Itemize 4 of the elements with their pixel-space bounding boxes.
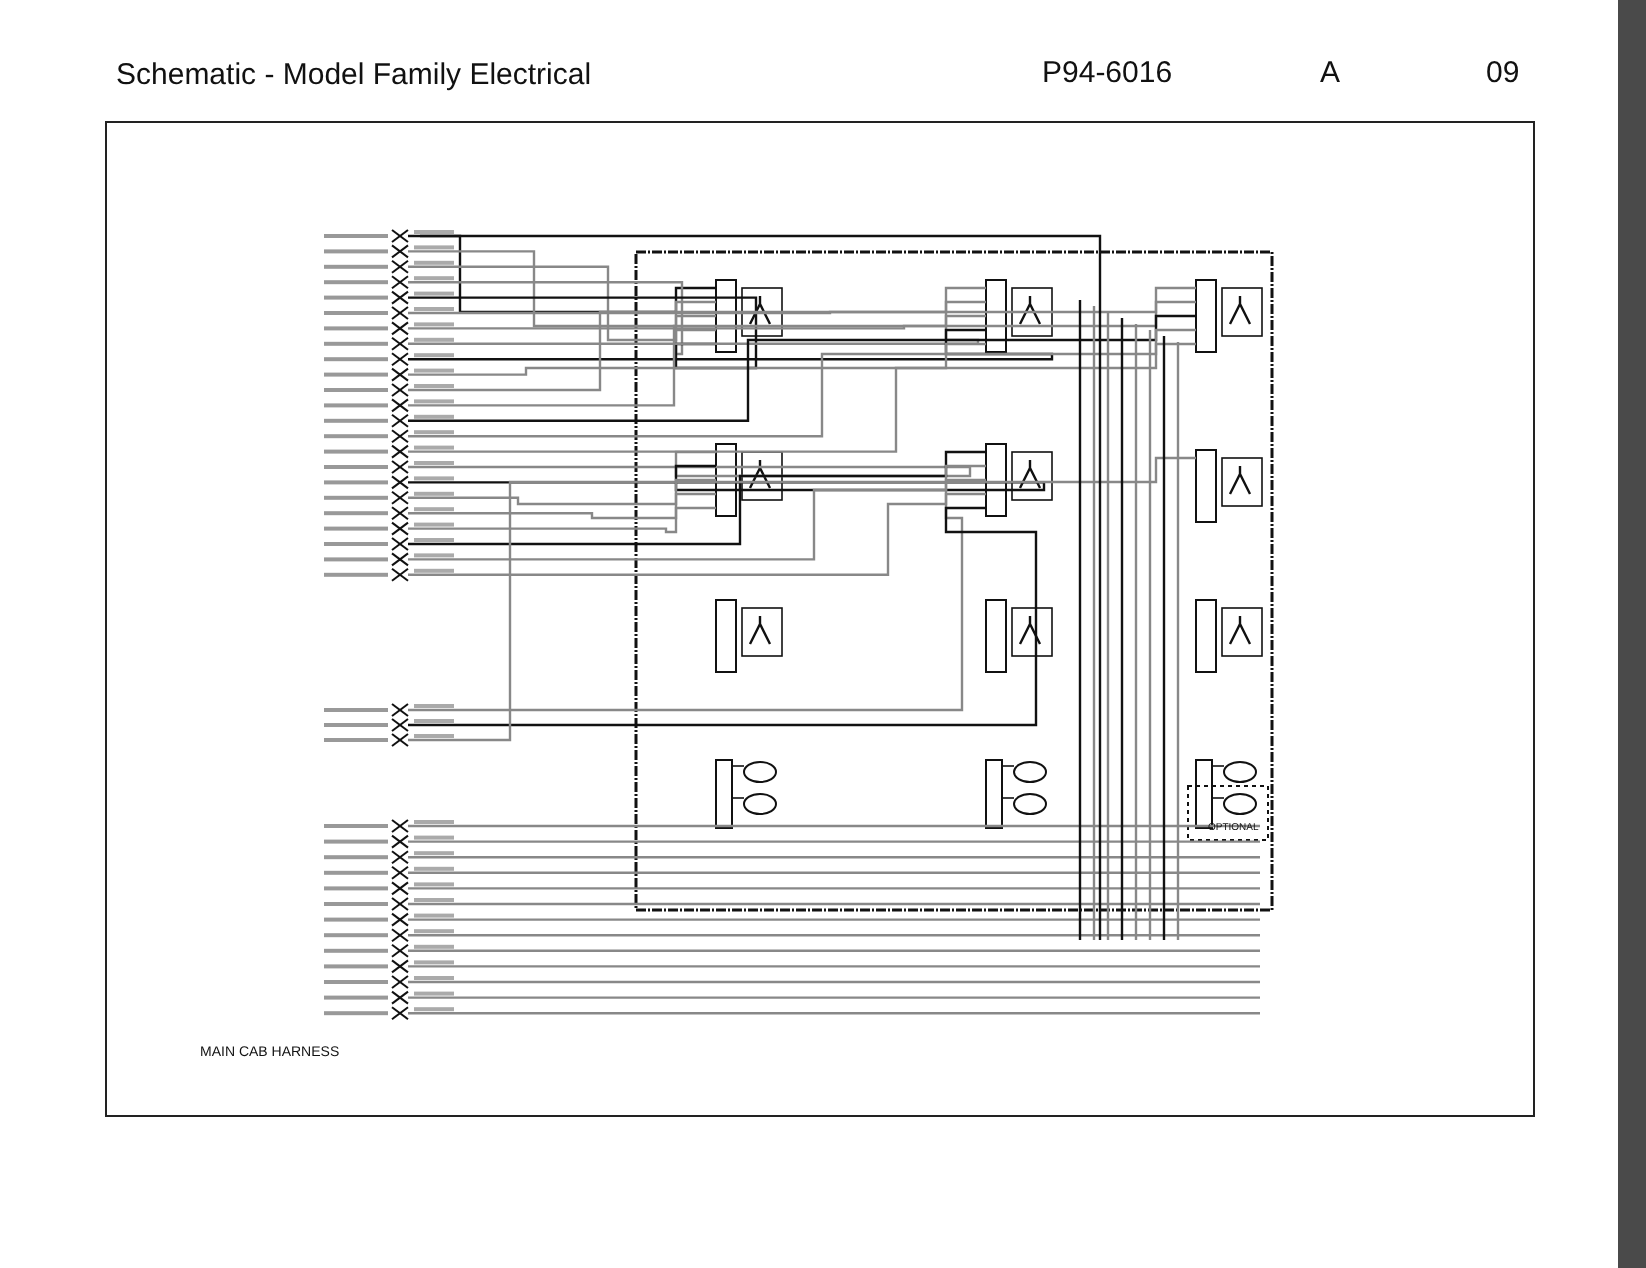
page-number: 09 bbox=[1486, 58, 1520, 88]
revision-letter: A bbox=[1320, 58, 1341, 88]
drawing-title: Schematic - Model Family Electrical bbox=[116, 58, 592, 92]
document-number: P94-6016 bbox=[1042, 58, 1173, 88]
